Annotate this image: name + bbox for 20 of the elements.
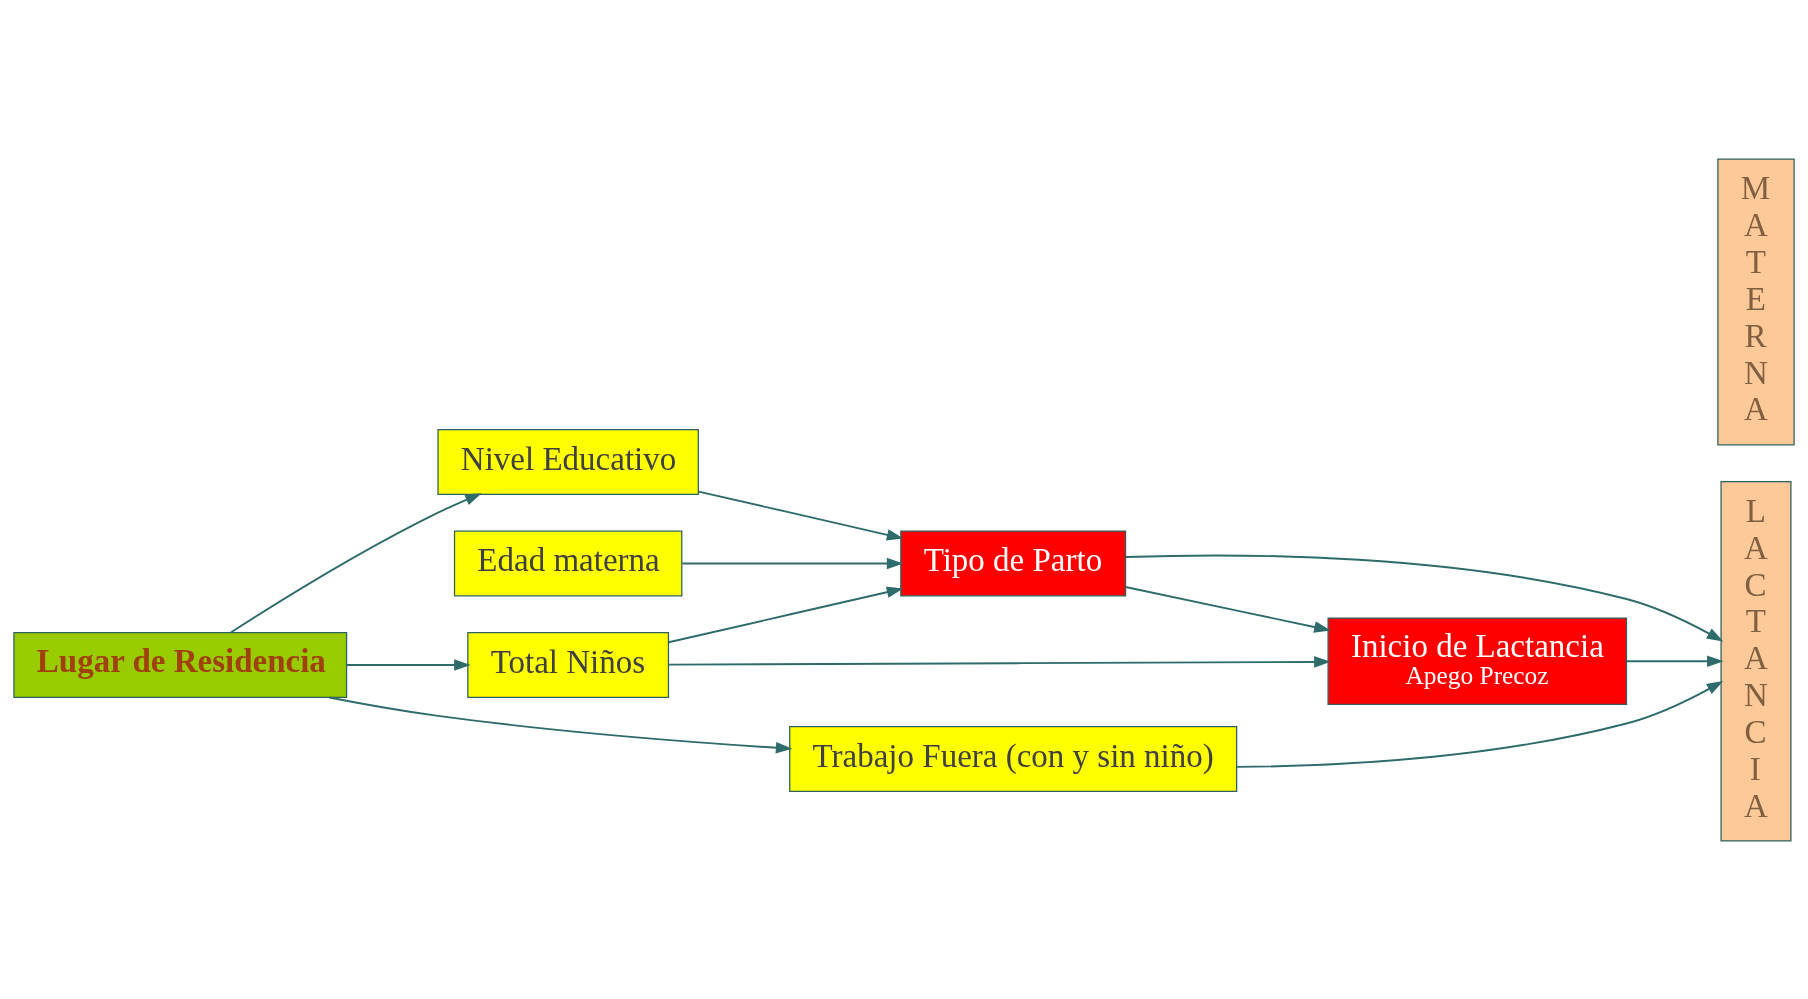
arrow	[1125, 554, 1724, 642]
node-box: Total Niños	[467, 631, 670, 698]
arrow	[328, 696, 793, 753]
arrow	[667, 655, 1331, 668]
node-box: L A C T A N C I A	[1720, 480, 1792, 842]
arrow	[1124, 585, 1331, 633]
node-box: Tipo de Parto	[900, 529, 1127, 596]
node-box: Edad materna	[453, 529, 683, 596]
node-box: Nivel Educativo	[437, 428, 699, 495]
node-box: Inicio de Lactancia Apego Precoz	[1327, 616, 1628, 705]
arrow	[697, 490, 904, 540]
node-box: M A T E R N A	[1717, 157, 1795, 445]
arrow	[681, 557, 904, 569]
arrow	[1625, 654, 1724, 667]
arrow	[345, 658, 471, 671]
arrow	[1235, 680, 1724, 768]
arrow	[229, 492, 482, 633]
arrow	[667, 585, 904, 643]
node-box: Lugar de Residencia	[13, 631, 348, 698]
node-box: Trabajo Fuera (con y sin niño)	[789, 725, 1238, 792]
